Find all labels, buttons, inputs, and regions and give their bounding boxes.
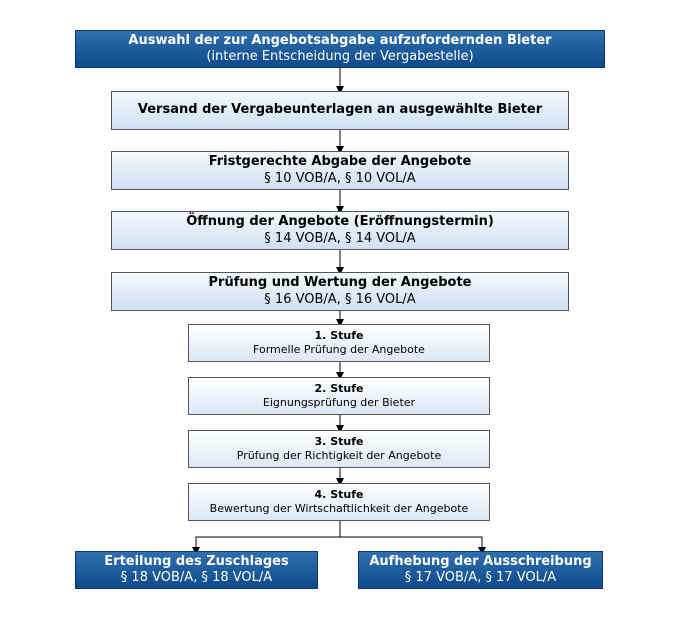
box-stufe4-sub: Bewertung der Wirtschaftlichkeit der Ang… [209,502,469,515]
box-stufe2-sub: Eignungsprüfung der Bieter [262,396,416,409]
box-stufe3: 3. Stufe Prüfung der Richtigkeit der Ang… [188,430,490,468]
box-stufe4: 4. Stufe Bewertung der Wirtschaftlichkei… [188,483,490,521]
box-auswahl-title: Auswahl der zur Angebotsabgabe aufzuford… [128,32,552,48]
box-pruefung-sub: § 16 VOB/A, § 16 VOL/A [264,291,416,307]
connector-split [195,536,483,550]
box-oeffnung: Öffnung der Angebote (Eröffnungstermin) … [111,211,569,250]
box-aufhebung: Aufhebung der Ausschreibung § 17 VOB/A, … [358,551,603,589]
box-fristgerecht-sub: § 10 VOB/A, § 10 VOL/A [264,170,416,186]
box-auswahl: Auswahl der zur Angebotsabgabe aufzuford… [75,30,605,68]
box-auswahl-sub: (interne Entscheidung der Vergabestelle) [206,49,474,64]
box-stufe2-title: 2. Stufe [314,382,364,396]
box-stufe4-title: 4. Stufe [314,488,364,502]
box-fristgerecht: Fristgerechte Abgabe der Angebote § 10 V… [111,151,569,190]
box-fristgerecht-title: Fristgerechte Abgabe der Angebote [208,154,472,170]
box-versand-title: Versand der Vergabeunterlagen an ausgewä… [137,102,543,118]
box-zuschlag-sub: § 18 VOB/A, § 18 VOL/A [120,570,273,585]
box-oeffnung-sub: § 14 VOB/A, § 14 VOL/A [264,230,416,246]
box-zuschlag-title: Erteilung des Zuschlages [104,553,289,569]
box-stufe3-sub: Prüfung der Richtigkeit der Angebote [236,449,442,462]
box-stufe2: 2. Stufe Eignungsprüfung der Bieter [188,377,490,415]
box-versand: Versand der Vergabeunterlagen an ausgewä… [111,91,569,130]
box-stufe1-sub: Formelle Prüfung der Angebote [253,343,425,356]
box-stufe1-title: 1. Stufe [314,329,364,343]
box-stufe1: 1. Stufe Formelle Prüfung der Angebote [188,324,490,362]
box-aufhebung-title: Aufhebung der Ausschreibung [369,553,592,569]
box-pruefung: Prüfung und Wertung der Angebote § 16 VO… [111,272,569,311]
box-aufhebung-sub: § 17 VOB/A, § 17 VOL/A [404,570,557,585]
box-oeffnung-title: Öffnung der Angebote (Eröffnungstermin) [186,214,494,230]
box-stufe3-title: 3. Stufe [314,435,364,449]
box-zuschlag: Erteilung des Zuschlages § 18 VOB/A, § 1… [75,551,318,589]
box-pruefung-title: Prüfung und Wertung der Angebote [208,275,472,291]
